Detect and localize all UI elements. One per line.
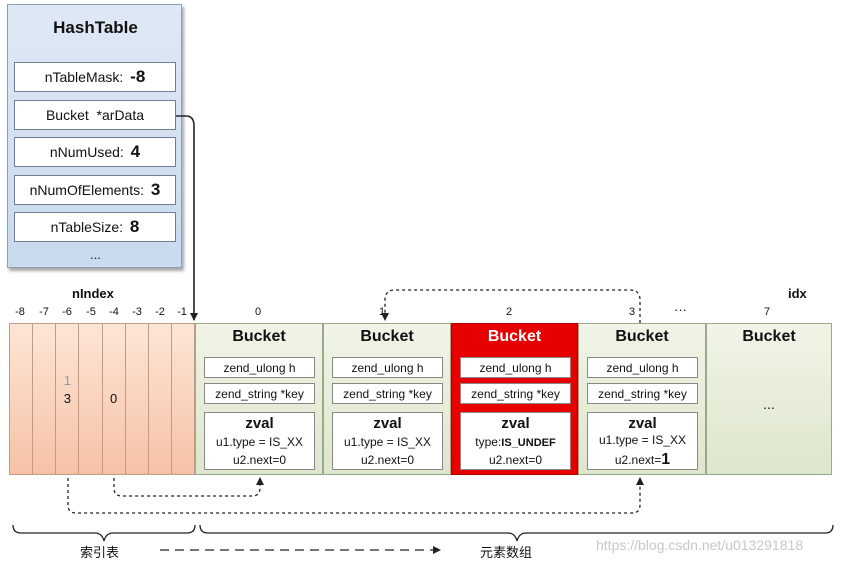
index-label: -5: [86, 306, 96, 318]
nindex-header: nIndex: [72, 286, 114, 301]
index-cell: [126, 324, 149, 474]
bucket-index: 2: [505, 306, 513, 318]
field-ntablesize: nTableSize: 8: [14, 212, 176, 242]
zval-type: type:IS_UNDEF: [461, 435, 570, 449]
zval-box: zval u1.type = IS_XX u2.next=0: [204, 412, 315, 470]
bucket-index: 1: [378, 306, 386, 318]
zval-next: u2.next=0: [488, 453, 543, 467]
index-table-brace: [12, 524, 196, 542]
zval-next: u2.next=0: [232, 453, 287, 467]
bucket-title: Bucket: [487, 328, 542, 345]
index-to-bucket0-arrow: [113, 477, 264, 497]
bucket-index: 0: [254, 306, 262, 318]
field-value: 4: [130, 142, 141, 161]
zval-type-prefix: type:: [475, 435, 502, 449]
bucket-title: Bucket: [615, 328, 669, 345]
bucket-field-h: zend_ulong h: [204, 357, 315, 378]
bucket-0: Bucket zend_ulong h zend_string *key zva…: [195, 323, 323, 475]
hashtable-more: ...: [90, 247, 101, 262]
index-label: -3: [132, 306, 142, 318]
zval-title: zval: [628, 415, 657, 432]
index-cell-value: 0: [109, 391, 118, 406]
field-label: nTableSize:: [50, 219, 127, 235]
bucket-ellipsis-label: ···: [674, 302, 687, 317]
bucket-index: 7: [763, 306, 771, 318]
bucket-title: Bucket: [742, 328, 796, 345]
hashtable-title: HashTable: [53, 18, 138, 37]
zval-next: u2.next=0: [360, 453, 415, 467]
bucket-field-key: zend_string *key: [332, 383, 443, 404]
zval-box: zval u1.type = IS_XX u2.next=1: [587, 412, 698, 470]
elements-brace: [199, 524, 834, 542]
field-label: nNumOfElements:: [29, 182, 148, 198]
zval-box: zval u1.type = IS_XX u2.next=0: [332, 412, 443, 470]
index-cell: 0: [103, 324, 126, 474]
bucket-title: Bucket: [232, 328, 286, 345]
zval-next-prefix: u2.next=: [614, 453, 662, 467]
bucket-field-key: zend_string *key: [587, 383, 698, 404]
field-ntablemask: nTableMask: -8: [14, 62, 176, 92]
zval-type: u1.type = IS_XX: [598, 433, 687, 447]
index-cell-old-value: 1: [63, 373, 71, 388]
field-value: -8: [130, 67, 146, 86]
ardata-pointer-arrow: [176, 115, 198, 321]
zval-type-value: IS_UNDEF: [501, 437, 556, 449]
index-table: 1 3 0: [9, 323, 195, 475]
zval-title: zval: [501, 415, 530, 432]
index-cell: [10, 324, 34, 474]
bucket-title: Bucket: [360, 328, 414, 345]
index-label: -7: [39, 306, 49, 318]
index-table-label: 索引表: [80, 546, 120, 561]
bucket-field-h: zend_ulong h: [332, 357, 443, 378]
index-cell: [149, 324, 172, 474]
watermark: https://blog.csdn.net/u013291818: [596, 537, 804, 553]
bucket-field-h: zend_ulong h: [587, 357, 698, 378]
index-label: -8: [15, 306, 25, 318]
elements-array-label: 元素数组: [480, 546, 533, 561]
zval-type: u1.type = IS_XX: [343, 435, 432, 449]
bucket-field-h: zend_ulong h: [460, 357, 571, 378]
field-nnumused: nNumUsed: 4: [14, 137, 176, 167]
field-label: nNumUsed:: [49, 144, 128, 160]
field-nnumofelements: nNumOfElements: 3: [14, 175, 176, 205]
field-ardata: Bucket *arData: [14, 100, 176, 130]
zval-next-value: 1: [661, 451, 671, 468]
field-label: Bucket *arData: [45, 107, 145, 123]
zval-title: zval: [245, 415, 274, 432]
idx-header: idx: [788, 286, 807, 301]
zval-title: zval: [373, 415, 402, 432]
index-label: -1: [177, 306, 187, 318]
field-value: 3: [150, 180, 161, 199]
index-label: -4: [109, 306, 119, 318]
index-label: -2: [155, 306, 165, 318]
next-chain-arrow: [381, 289, 641, 323]
bucket-1: Bucket zend_ulong h zend_string *key zva…: [323, 323, 451, 475]
zval-next: u2.next=1: [588, 451, 697, 469]
bucket-field-key: zend_string *key: [460, 383, 571, 404]
index-cell-value: 3: [63, 391, 71, 406]
index-cell: [79, 324, 103, 474]
field-label: nTableMask:: [44, 69, 128, 85]
bucket-index: 3: [628, 306, 636, 318]
index-label: -6: [62, 306, 72, 318]
bucket-2-deleted: Bucket zend_ulong h zend_string *key zva…: [451, 323, 578, 475]
bucket-3: Bucket zend_ulong h zend_string *key zva…: [578, 323, 706, 475]
bucket-field-key: zend_string *key: [204, 383, 315, 404]
bucket-ellipsis: ...: [763, 396, 775, 412]
index-cell: [33, 324, 57, 474]
index-cell: 1 3: [56, 324, 80, 474]
field-value: 8: [129, 217, 140, 236]
zval-type: u1.type = IS_XX: [215, 435, 304, 449]
hashtable-struct: HashTable nTableMask: -8 Bucket *arData …: [7, 4, 182, 268]
bucket-7: Bucket ...: [706, 323, 832, 475]
zval-box: zval type:IS_UNDEF u2.next=0: [460, 412, 571, 470]
